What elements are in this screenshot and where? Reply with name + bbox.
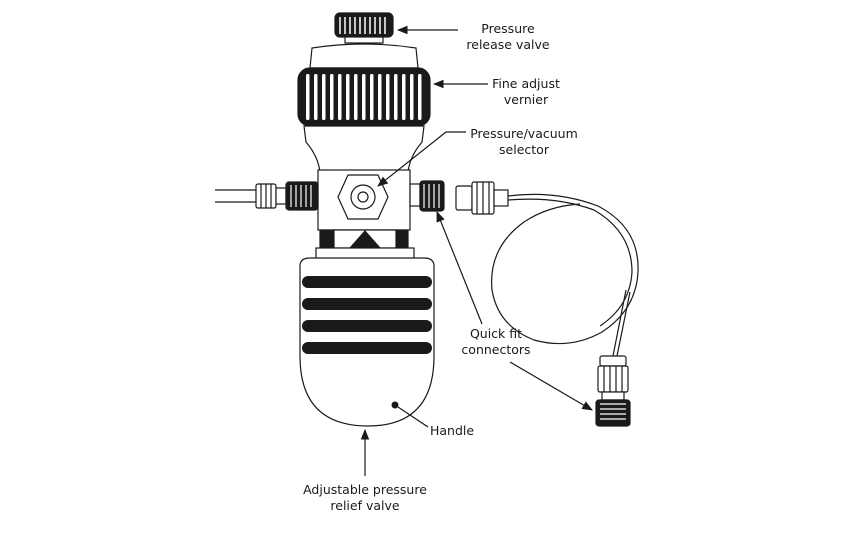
label-quick-fit-connectors: Quick fit connectors — [456, 326, 536, 358]
coiled-hose — [491, 193, 639, 357]
warning-collar — [315, 229, 415, 261]
label-handle: Handle — [430, 423, 475, 438]
top-cap — [309, 43, 419, 69]
label-line: Fine adjust — [492, 76, 560, 91]
handle-callout — [397, 406, 429, 428]
label-fine-adjust-vernier: Fine adjust vernier — [484, 76, 568, 108]
fine-adjust-vernier — [297, 67, 431, 127]
upper-body — [303, 125, 425, 173]
label-line: selector — [499, 142, 549, 157]
callout-lines — [360, 25, 593, 476]
label-line: Pressure/vacuum — [470, 126, 578, 141]
label-line: connectors — [461, 342, 531, 357]
label-line: Pressure — [481, 21, 535, 36]
label-line: Quick fit — [469, 326, 523, 341]
right-quick-fit-connector — [409, 180, 445, 212]
hose-end-connector — [595, 355, 631, 427]
handle-body — [299, 257, 435, 427]
pressure-vacuum-selector-callout — [377, 131, 466, 187]
label-line: vernier — [503, 92, 549, 107]
label-pressure-release-valve: Pressure release valve — [452, 21, 564, 53]
label-line: release valve — [466, 37, 550, 52]
label-line: Adjustable pressure — [303, 482, 427, 497]
quick-fit-right-callout — [436, 210, 483, 325]
label-line: relief valve — [330, 498, 400, 513]
hose-fitting — [455, 181, 509, 215]
pressure-release-valve-knob — [334, 12, 394, 44]
quick-fit-hose-callout — [509, 361, 593, 411]
label-adjustable-pressure-relief-valve: Adjustable pressure relief valve — [298, 482, 432, 514]
left-quick-fit-connector — [215, 181, 319, 211]
pressure-vacuum-selector — [337, 174, 389, 220]
label-pressure-vacuum-selector: Pressure/vacuum selector — [464, 126, 584, 158]
